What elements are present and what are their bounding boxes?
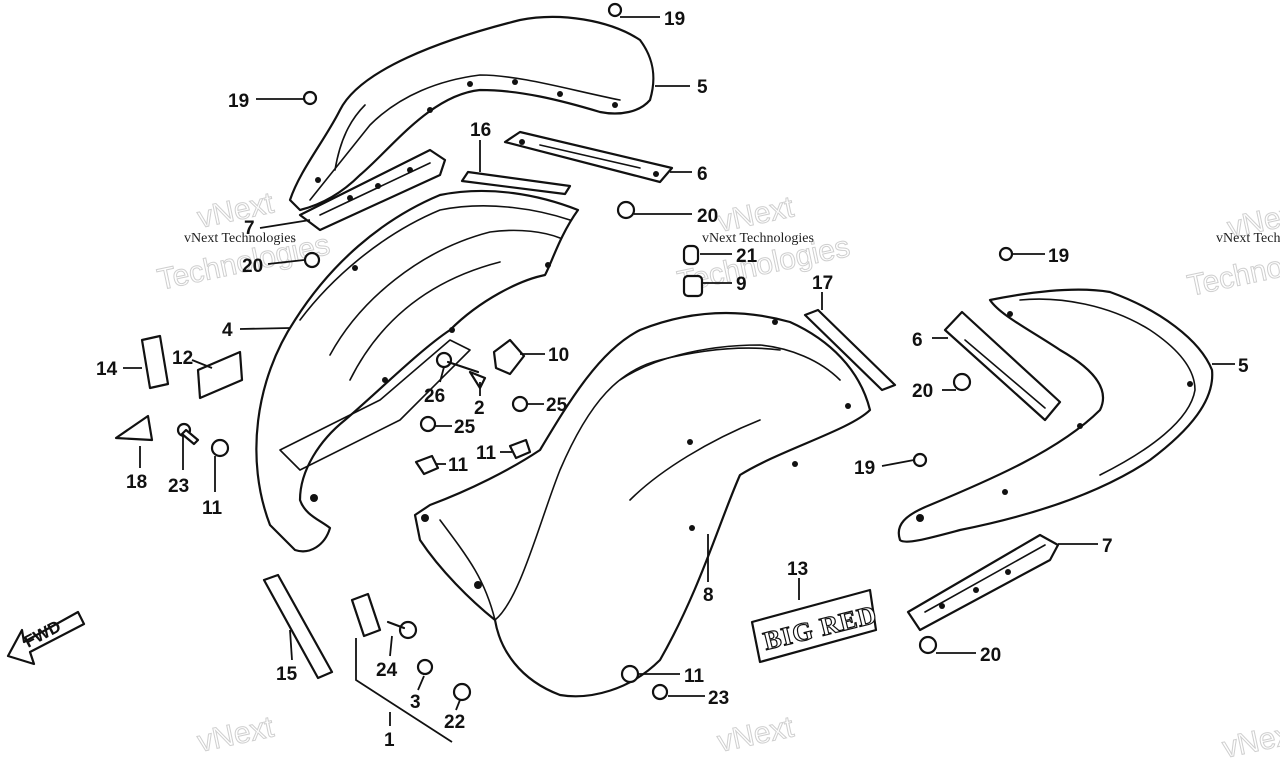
callout-20: 20 [980, 645, 1001, 666]
part-19-screw [912, 452, 928, 468]
fwd-arrow: FWD [6, 610, 86, 666]
part-24-bolt [386, 620, 418, 640]
leader-lines [123, 16, 1235, 743]
callout-20: 20 [242, 256, 263, 277]
part-25-bolt [511, 395, 529, 413]
part-10-bracket [492, 338, 526, 376]
part-6-upper-plate [503, 130, 674, 184]
part-20-bolt [952, 372, 972, 392]
callout-13: 13 [787, 559, 808, 580]
callout-7: 7 [1102, 536, 1113, 557]
callout-22: 22 [444, 712, 465, 733]
part-19-screw [302, 90, 318, 106]
part-14-decal [140, 334, 170, 390]
callout-3: 3 [410, 692, 421, 713]
part-23-screw [176, 422, 200, 446]
callout-19: 19 [1048, 246, 1069, 267]
part-18-decal [114, 414, 154, 442]
callout-25: 25 [454, 417, 476, 438]
callout-15: 15 [276, 664, 298, 685]
callout-8: 8 [703, 585, 714, 606]
part-11-nut [620, 664, 640, 684]
part-17-strip [803, 308, 897, 392]
part-21-collar [682, 244, 700, 266]
callout-23: 23 [168, 476, 189, 497]
callout-10: 10 [548, 345, 569, 366]
callout-18: 18 [126, 472, 147, 493]
part-16-strip [460, 170, 572, 196]
part-25-bolt [419, 415, 437, 433]
watermark-large: vNext [195, 710, 278, 758]
part-20-bolt [616, 200, 636, 220]
callout-20: 20 [912, 381, 933, 402]
part-12-decal [196, 350, 244, 400]
watermark-group: vNext Technologies vNext Technologies vN… [154, 186, 1280, 765]
part-5-left-cover [288, 15, 655, 212]
callout-12: 12 [172, 348, 193, 369]
callout-14: 14 [96, 359, 118, 380]
part-13-emblem: BIG RED [750, 588, 881, 664]
callout-7: 7 [244, 218, 255, 239]
callout-26: 26 [424, 386, 445, 407]
callout-19: 19 [854, 458, 875, 479]
part-6-right-plate [943, 310, 1062, 422]
callout-labels: 19 5 19 16 6 20 7 20 4 14 12 18 23 11 10… [96, 9, 1249, 751]
callout-5: 5 [1238, 356, 1249, 377]
watermark-large: vNext [1220, 716, 1280, 764]
part-19-screw [998, 246, 1014, 262]
callout-6: 6 [912, 330, 923, 351]
callout-11: 11 [202, 498, 223, 519]
callout-6: 6 [697, 164, 708, 185]
part-7-left-bracket [298, 148, 447, 232]
callout-19: 19 [664, 9, 685, 30]
callout-4: 4 [222, 320, 233, 341]
callout-9: 9 [736, 274, 747, 295]
callout-17: 17 [812, 273, 833, 294]
part-11-nut [210, 438, 230, 458]
callout-24: 24 [376, 660, 398, 681]
part-7-right-bracket [906, 533, 1060, 632]
callout-5: 5 [697, 77, 708, 98]
callout-23: 23 [708, 688, 729, 709]
watermark-small: vNext Technologies [184, 231, 296, 246]
part-22-bolt [452, 682, 472, 702]
part-19-screw [607, 2, 623, 18]
part-8-rear-fender [413, 311, 872, 698]
watermark-small: vNext Technologies [702, 231, 814, 246]
part-11-nut [508, 438, 532, 460]
watermark-small: vNext Technologi [1216, 231, 1280, 246]
callout-25: 25 [546, 395, 568, 416]
part-11-nut [414, 454, 440, 476]
part-4-left-fender [255, 189, 580, 553]
part-20-bolt [303, 251, 321, 269]
part-20-bolt [918, 635, 938, 655]
callout-2: 2 [474, 398, 485, 419]
callout-21: 21 [736, 246, 758, 267]
part-23-screw [651, 683, 669, 701]
callout-1: 1 [384, 730, 395, 751]
callout-20: 20 [697, 206, 718, 227]
part-9-grommet [682, 274, 704, 298]
callout-19: 19 [228, 91, 249, 112]
part-15-strip [262, 573, 334, 680]
callout-11: 11 [476, 443, 497, 464]
callout-16: 16 [470, 120, 491, 141]
part-3-washer [416, 658, 434, 676]
part-2-bolt [468, 370, 487, 390]
callout-11: 11 [684, 666, 705, 687]
part-26-bolt [435, 351, 480, 374]
part-5-right-cover [897, 288, 1214, 543]
part-1-clip [350, 592, 382, 638]
callout-11: 11 [448, 455, 469, 476]
watermark-large: vNext [715, 710, 798, 758]
